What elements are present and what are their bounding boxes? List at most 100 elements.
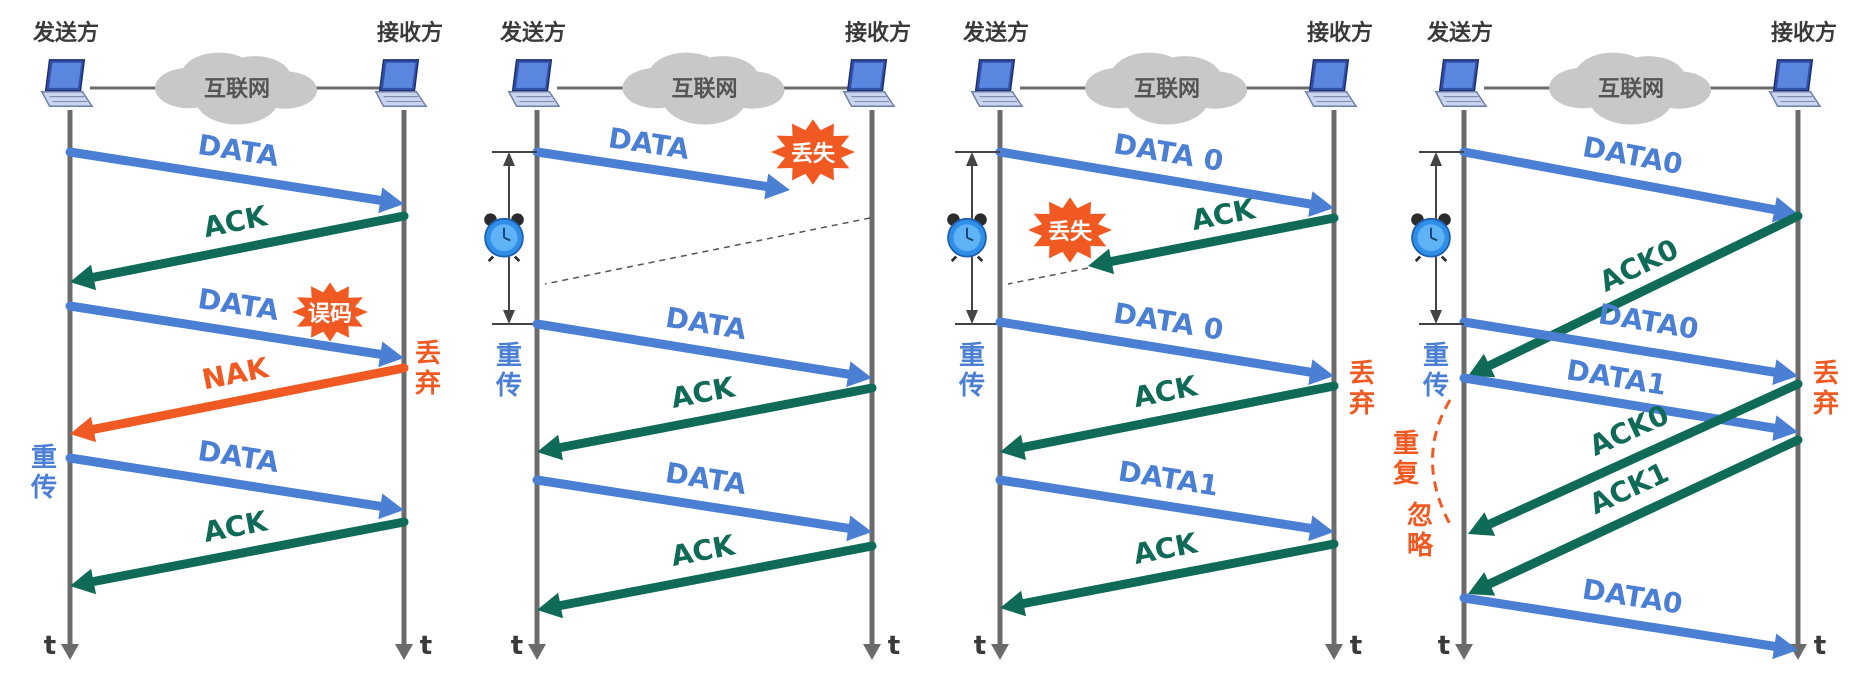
msg-arrow-nak-shaft: [89, 363, 409, 434]
msg-arrow-data: [995, 147, 1334, 217]
time-label-receiver: t: [1350, 631, 1362, 661]
msg-label-data: DATA: [196, 282, 282, 327]
lost-label: 丢失: [1048, 220, 1093, 245]
msg-label-data: DATA: [196, 128, 282, 173]
msg-arrow-data-shaft: [995, 147, 1315, 209]
timer-span-down: [503, 310, 515, 324]
time-label-receiver: t: [1814, 631, 1826, 661]
msg-arrow-ack: [1000, 381, 1339, 461]
time-label-sender: t: [44, 631, 56, 661]
msg-arrow-data: [1459, 593, 1798, 660]
lost-label: 丢失: [791, 142, 836, 167]
receiver-laptop-icon: [1769, 59, 1821, 107]
msg-arrow-ack-head: [537, 434, 564, 461]
msg-label-data: DATA: [663, 301, 749, 347]
retransmit-label: 重传: [30, 443, 57, 503]
retransmit-label: 重传: [1422, 341, 1449, 401]
msg-arrow-ack-shaft: [1485, 435, 1803, 589]
msg-label-data: DATA: [196, 434, 282, 479]
msg-arrow-ack-shaft: [556, 383, 877, 452]
msg-arrow-data: [1459, 317, 1798, 386]
timeout-dashed-line: [544, 217, 871, 285]
internet-cloud: [622, 52, 785, 125]
cloud-puff: [1589, 71, 1673, 125]
msg-label-ack: ACK: [201, 199, 271, 244]
msg-arrow-ack-head: [70, 568, 97, 595]
msg-arrow-data-head: [1308, 191, 1334, 217]
msg-label-nak: NAK: [199, 351, 272, 397]
time-label-sender: t: [511, 631, 523, 661]
msg-arrow-ack: [70, 517, 409, 595]
sender-time-arrow: [528, 644, 546, 660]
alarm-clock-icon: [1409, 212, 1453, 262]
msg-arrow-ack-shaft: [556, 541, 877, 610]
msg-arrow-data-shaft: [532, 475, 853, 533]
msg-label-ack: ACK: [1131, 369, 1201, 414]
msg-arrow-data-shaft: [1459, 593, 1779, 651]
sender-time-arrow: [991, 644, 1009, 660]
timer-span-up: [1430, 152, 1442, 166]
receiver-time-arrow: [395, 644, 413, 660]
msg-arrow-ack: [1468, 435, 1803, 596]
receiver-laptop-icon: [375, 59, 427, 107]
msg-arrow-data-head: [1308, 515, 1334, 542]
timer-span-down: [1430, 310, 1442, 324]
msg-arrow-ack-head: [1468, 512, 1496, 536]
msg-arrow-data-shaft: [65, 301, 385, 359]
discard-label: 丢弃: [1813, 359, 1839, 419]
msg-arrow-data-shaft: [532, 147, 771, 191]
msg-arrow-ack-head: [70, 264, 97, 291]
duplicate-label: 重复: [1393, 429, 1420, 489]
msg-arrow-data-shaft: [1459, 147, 1779, 215]
msg-arrow-ack-shaft: [1107, 213, 1339, 266]
msg-arrow-ack: [1468, 211, 1803, 378]
msg-arrow-data: [65, 301, 404, 368]
lost-burst: [771, 119, 855, 185]
alarm-clock-icon: [945, 212, 989, 262]
ignore-label: 忽略: [1407, 500, 1434, 561]
receiver-time-arrow: [863, 644, 881, 660]
duplicate-arc: [1431, 399, 1454, 529]
time-label-sender: t: [974, 631, 986, 661]
lost-burst: [1028, 197, 1112, 263]
sender-laptop-icon: [508, 59, 560, 107]
receiver-label: 接收方: [845, 20, 911, 46]
discard-label: 丢弃: [415, 339, 441, 399]
sender-laptop-icon: [971, 59, 1023, 107]
msg-arrow-data-head: [378, 341, 404, 368]
cloud-puff: [195, 71, 279, 125]
msg-arrow-ack-head: [1000, 434, 1027, 461]
msg-arrow-ack-head: [1468, 572, 1496, 596]
msg-arrow-data-shaft: [65, 453, 385, 511]
msg-arrow-data: [532, 475, 872, 542]
sender-label: 发送方: [499, 20, 566, 46]
msg-arrow-data-shaft: [1459, 317, 1779, 377]
sender-laptop-icon: [1435, 59, 1487, 107]
internet-cloud: [1085, 52, 1247, 125]
sender-label: 发送方: [1426, 20, 1493, 46]
msg-label-data: DATA0: [1580, 573, 1685, 621]
msg-arrow-data: [995, 475, 1334, 542]
msg-label-data: DATA0: [1596, 297, 1701, 346]
timer-span-up: [966, 152, 978, 166]
internet-cloud: [155, 52, 317, 125]
sender-label: 发送方: [962, 20, 1029, 46]
receiver-laptop-icon: [1305, 59, 1357, 107]
msg-arrow-data-shaft: [995, 475, 1315, 533]
msg-arrow-data: [995, 317, 1334, 386]
msg-label-ack: ACK: [201, 504, 271, 549]
timer-span-up: [503, 152, 515, 166]
retransmit-label: 重传: [495, 341, 522, 401]
msg-arrow-ack: [1000, 539, 1339, 617]
internet-label: 互联网: [204, 77, 270, 102]
msg-label-data: DATA: [606, 121, 692, 166]
msg-arrow-nak: [70, 363, 409, 443]
retransmit-label: 重传: [958, 341, 985, 401]
timer-span-down: [966, 310, 978, 324]
error-label: 误码: [308, 302, 352, 327]
receiver-label: 接收方: [377, 20, 443, 46]
